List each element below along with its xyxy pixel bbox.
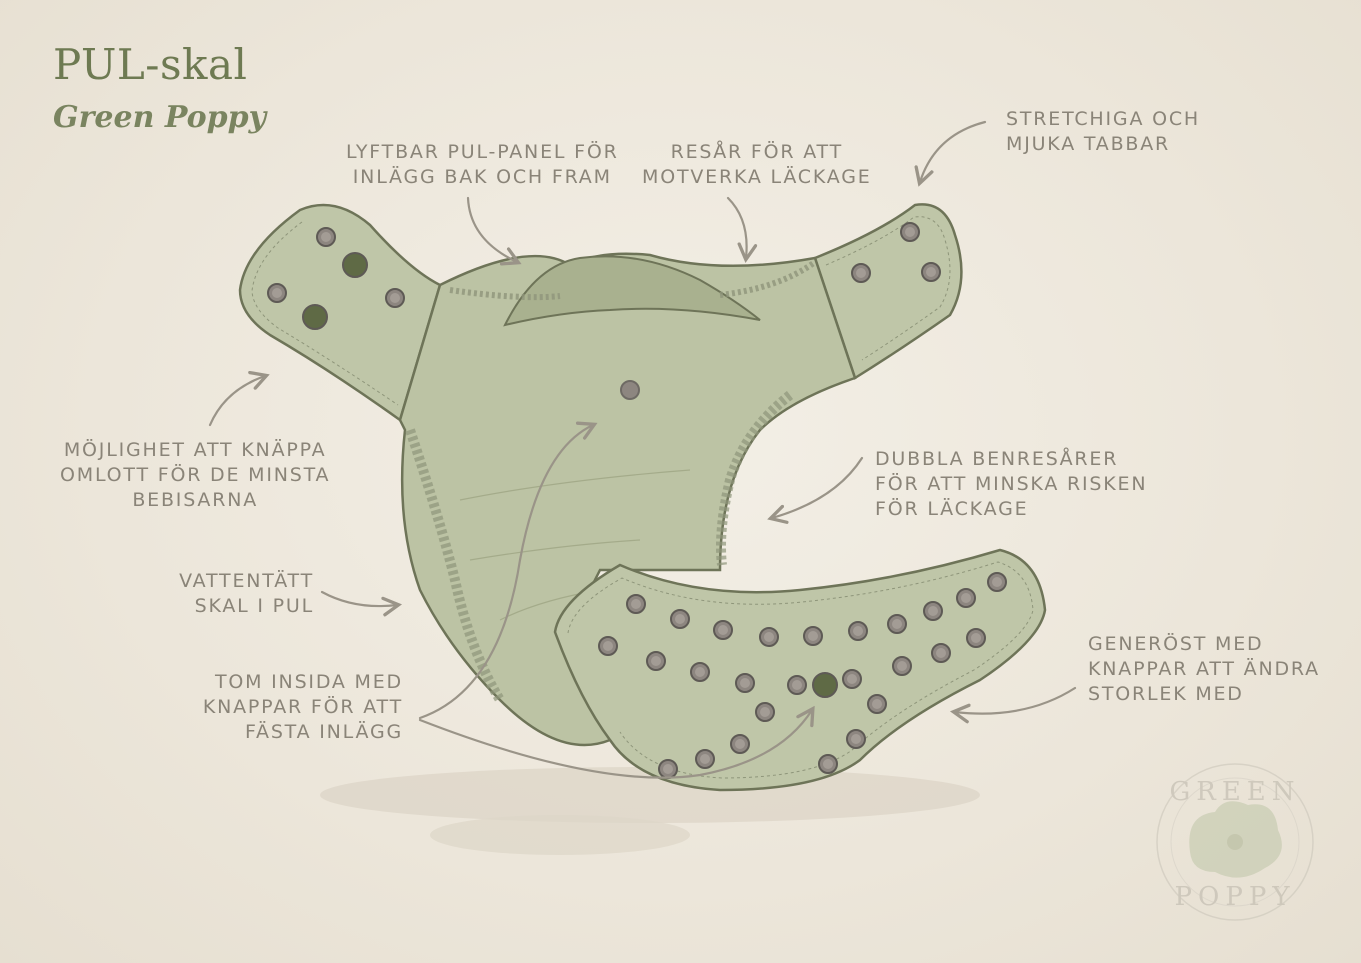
snap-button-center — [936, 648, 946, 658]
snap-button-icon — [812, 672, 838, 698]
annotation-inside: TOM INSIDA MED KNAPPAR FÖR ATT FÄSTA INL… — [180, 670, 403, 745]
annotation-elastic: RESÅR FÖR ATT MOTVERKA LÄCKAGE — [642, 140, 872, 190]
annotation-line: STRETCHIGA OCH — [1006, 108, 1200, 130]
snap-button-center — [764, 632, 774, 642]
snap-button-center — [992, 577, 1002, 587]
snap-button-center — [740, 678, 750, 688]
snap-button-center — [735, 739, 745, 749]
annotation-line: STORLEK MED — [1088, 683, 1244, 705]
snap-button-center — [718, 625, 728, 635]
snap-button-center — [272, 288, 282, 298]
snap-button-center — [792, 680, 802, 690]
arrow-elastic — [726, 196, 747, 258]
annotation-line: VATTENTÄTT — [179, 570, 314, 592]
snap-button-center — [390, 293, 400, 303]
left-wing — [238, 203, 442, 423]
left-wing-stitch — [251, 221, 399, 406]
front-panel-stitch — [567, 561, 1034, 779]
right-leg-gather — [716, 391, 794, 566]
annotation-line: MÖJLIGHET ATT KNÄPPA — [63, 439, 327, 461]
annotation-line: MJUKA TABBAR — [1006, 133, 1171, 155]
green-poppy-logo: GREEN POPPY — [1156, 763, 1314, 921]
annotation-line: FÄSTA INLÄGG — [245, 721, 403, 743]
arrow-tabs — [920, 120, 987, 182]
arrow-snaps — [955, 686, 1077, 714]
arrow-waterproof — [320, 590, 397, 606]
annotation-line: RESÅR FÖR ATT — [670, 141, 844, 163]
annotation-panel: LYFTBAR PUL-PANEL FÖR INLÄGG BAK OCH FRA… — [346, 140, 619, 190]
snap-button-center — [823, 759, 833, 769]
snap-button-center — [928, 606, 938, 616]
annotation-tabs: STRETCHIGA OCH MJUKA TABBAR — [1006, 107, 1200, 157]
arrow-inside-2 — [418, 710, 812, 779]
annotation-legs: DUBBLA BENRESÅRER FÖR ATT MINSKA RISKEN … — [875, 447, 1147, 522]
snap-button-center — [675, 614, 685, 624]
arrow-legs — [772, 456, 864, 518]
snap-button-center — [856, 268, 866, 278]
annotation-line: DUBBLA BENRESÅRER — [875, 448, 1119, 470]
snap-button-center — [851, 734, 861, 744]
snap-button-center — [695, 667, 705, 677]
inner-snap — [620, 380, 640, 400]
snap-button-center — [897, 661, 907, 671]
annotation-waterproof: VATTENTÄTT SKAL I PUL — [170, 569, 314, 619]
snap-button-center — [961, 593, 971, 603]
annotation-line: TOM INSIDA MED — [214, 671, 403, 693]
snap-button-center — [321, 232, 331, 242]
annotation-line: MOTVERKA LÄCKAGE — [642, 166, 872, 188]
snap-button-center — [892, 619, 902, 629]
annotation-line: FÖR ATT MINSKA RISKEN — [875, 473, 1148, 495]
snap-button-center — [872, 699, 882, 709]
snap-button-center — [631, 599, 641, 609]
page-title: PUL-skal — [53, 40, 248, 89]
annotation-line: KNAPPAR ATT ÄNDRA — [1088, 658, 1320, 680]
annotation-arrows — [208, 120, 1077, 779]
logo-bottom-text: POPPY — [1175, 882, 1296, 912]
ground-shadow — [320, 767, 980, 823]
annotation-line: BEBISARNA — [132, 489, 259, 511]
snap-button-center — [760, 707, 770, 717]
snap-button-center — [808, 631, 818, 641]
snap-button-icon — [302, 304, 328, 330]
snap-button-center — [905, 227, 915, 237]
arrow-overlap — [208, 376, 265, 427]
ground-shadow-far — [430, 815, 690, 855]
pul-panel — [503, 255, 761, 327]
page-subtitle: Green Poppy — [53, 100, 267, 135]
snap-button-center — [663, 764, 673, 774]
annotation-snaps: GENERÖST MED KNAPPAR ATT ÄNDRA STORLEK M… — [1088, 632, 1320, 707]
snap-button-center — [847, 674, 857, 684]
snap-button-center — [971, 633, 981, 643]
right-wing-stitch — [825, 216, 951, 361]
snap-button-center — [651, 656, 661, 666]
annotation-line: LYFTBAR PUL-PANEL FÖR — [346, 141, 619, 163]
snap-button-icon — [342, 252, 368, 278]
snap-button-center — [603, 641, 613, 651]
left-leg-gather — [405, 428, 505, 703]
snap-button-center — [853, 626, 863, 636]
right-wing — [813, 203, 963, 380]
snap-button-center — [700, 754, 710, 764]
annotation-line: KNAPPAR FÖR ATT — [202, 696, 403, 718]
arrow-panel — [466, 196, 517, 262]
logo-top-text: GREEN — [1169, 777, 1300, 807]
back-elastic-gather — [449, 259, 817, 301]
snap-button-center — [926, 267, 936, 277]
annotation-line: GENERÖST MED — [1088, 633, 1264, 655]
annotation-line: SKAL I PUL — [194, 595, 314, 617]
annotation-overlap: MÖJLIGHET ATT KNÄPPA OMLOTT FÖR DE MINST… — [60, 438, 330, 513]
arrow-inside-1 — [418, 425, 593, 720]
front-panel — [553, 548, 1047, 792]
annotation-line: FÖR LÄCKAGE — [875, 498, 1029, 520]
annotation-line: INLÄGG BAK OCH FRAM — [352, 166, 612, 188]
annotation-line: OMLOTT FÖR DE MINSTA — [60, 464, 331, 486]
